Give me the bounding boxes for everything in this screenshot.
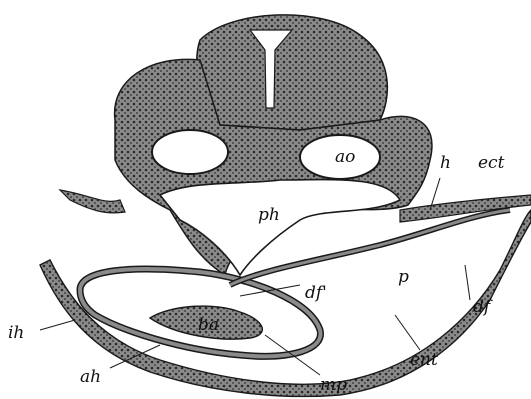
label-ect: ect (478, 153, 505, 173)
label-h: h (440, 153, 451, 173)
ectoderm-left (60, 190, 125, 213)
outer-membrane (40, 210, 531, 396)
pharynx (160, 180, 400, 275)
label-df: df (473, 297, 493, 317)
label-ent: ent (410, 350, 438, 370)
label-ah: ah (80, 367, 101, 387)
label-df-prime: df' (305, 283, 327, 303)
label-ph: ph (258, 205, 280, 225)
label-ao: ao (335, 147, 355, 167)
label-p: p (398, 267, 409, 287)
neural-tube (197, 15, 388, 130)
label-ba: ba (198, 315, 219, 335)
aorta-left (152, 130, 228, 174)
label-ih: ih (8, 323, 24, 343)
label-mp: mp (320, 375, 347, 395)
